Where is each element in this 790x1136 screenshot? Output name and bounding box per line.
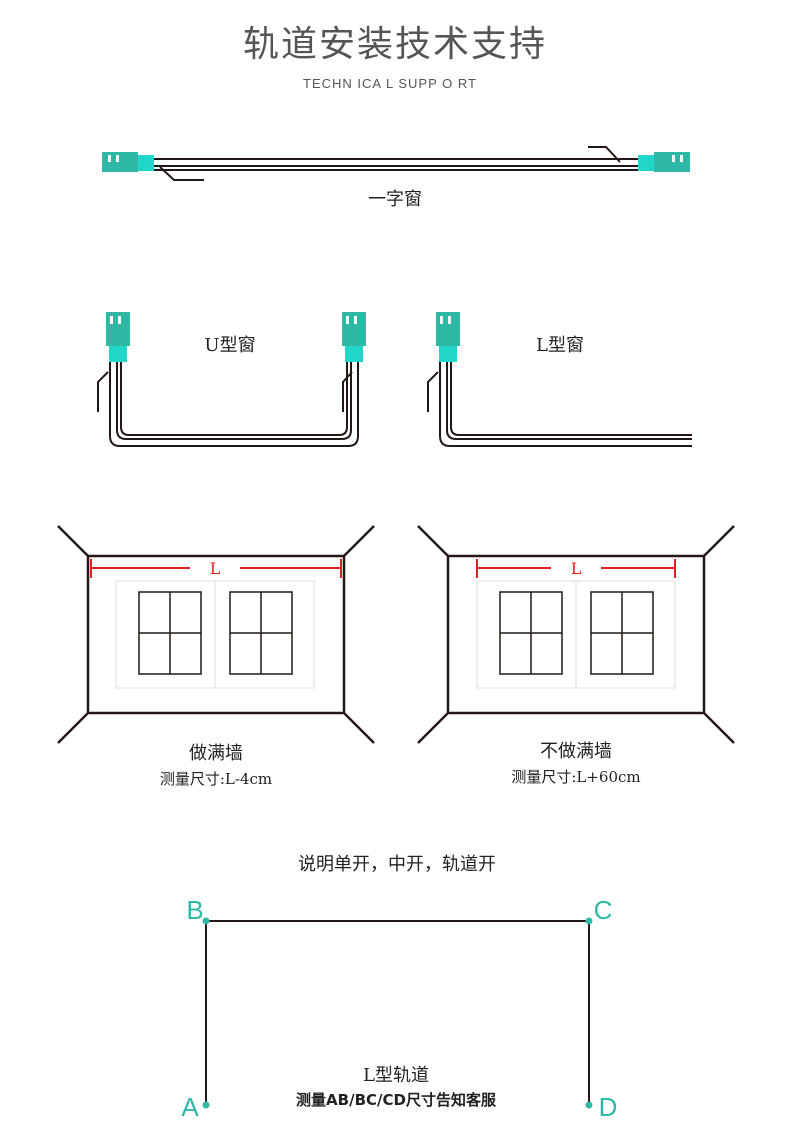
l-track-label: L型窗 — [536, 335, 584, 356]
point-a-dot — [202, 1101, 210, 1109]
l-track-rails — [427, 362, 692, 447]
u-track-label: U型窗 — [204, 335, 255, 356]
partial-wall-length-letter: L — [571, 559, 582, 578]
full-wall-room-outline — [57, 525, 375, 744]
abcd-track-path — [205, 920, 590, 1105]
l-track-end-icon — [436, 312, 460, 362]
point-a-label: A — [181, 1092, 199, 1122]
straight-track-rails — [152, 146, 640, 181]
full-wall-rule: 测量尺寸:L-4cm — [160, 770, 272, 788]
full-wall-diagram: L 做满墙 测量尺寸:L-4cm — [57, 525, 375, 788]
partial-wall-length-marker — [476, 559, 676, 578]
opening-caption: 说明单开，中开，轨道开 — [298, 854, 496, 875]
straight-track-left-end-icon — [102, 152, 154, 172]
partial-wall-room-outline — [417, 525, 735, 744]
u-track-rails — [97, 362, 359, 447]
full-wall-name: 做满墙 — [189, 743, 243, 764]
u-track-left-end-icon — [106, 312, 130, 362]
u-track-right-end-icon — [342, 312, 366, 362]
point-c-label: C — [594, 895, 613, 925]
full-wall-length-letter: L — [210, 559, 221, 578]
partial-wall-name: 不做满墙 — [540, 741, 612, 762]
partial-wall-window-panes — [499, 591, 654, 675]
point-b-label: B — [186, 895, 203, 925]
point-d-label: D — [599, 1092, 618, 1122]
straight-track-right-end-icon — [638, 152, 690, 172]
point-d-dot — [585, 1101, 593, 1109]
page-subtitle: TECHN ICA L SUPP O RT — [303, 76, 477, 91]
partial-wall-rule: 测量尺寸:L+60cm — [511, 768, 640, 786]
full-wall-length-marker — [90, 559, 342, 578]
opening-diagram: 说明单开，中开，轨道开 B C A D L型轨道 测量AB/BC/CD尺寸告知客… — [181, 854, 617, 1122]
page-title: 轨道安装技术支持 — [243, 24, 547, 65]
l-track-name: L型轨道 — [363, 1065, 429, 1086]
straight-track-diagram: 一字窗 — [102, 146, 690, 210]
full-wall-window-panes — [138, 591, 293, 675]
abcd-point-markers — [202, 917, 593, 1109]
point-b-dot — [202, 917, 210, 925]
u-track-diagram: U型窗 — [97, 312, 366, 447]
measure-instruction: 测量AB/BC/CD尺寸告知客服 — [296, 1091, 497, 1109]
straight-track-label: 一字窗 — [368, 189, 422, 210]
point-c-dot — [585, 917, 593, 925]
l-track-diagram: L型窗 — [427, 312, 692, 447]
partial-wall-diagram: L 不做满墙 测量尺寸:L+60cm — [417, 525, 735, 786]
